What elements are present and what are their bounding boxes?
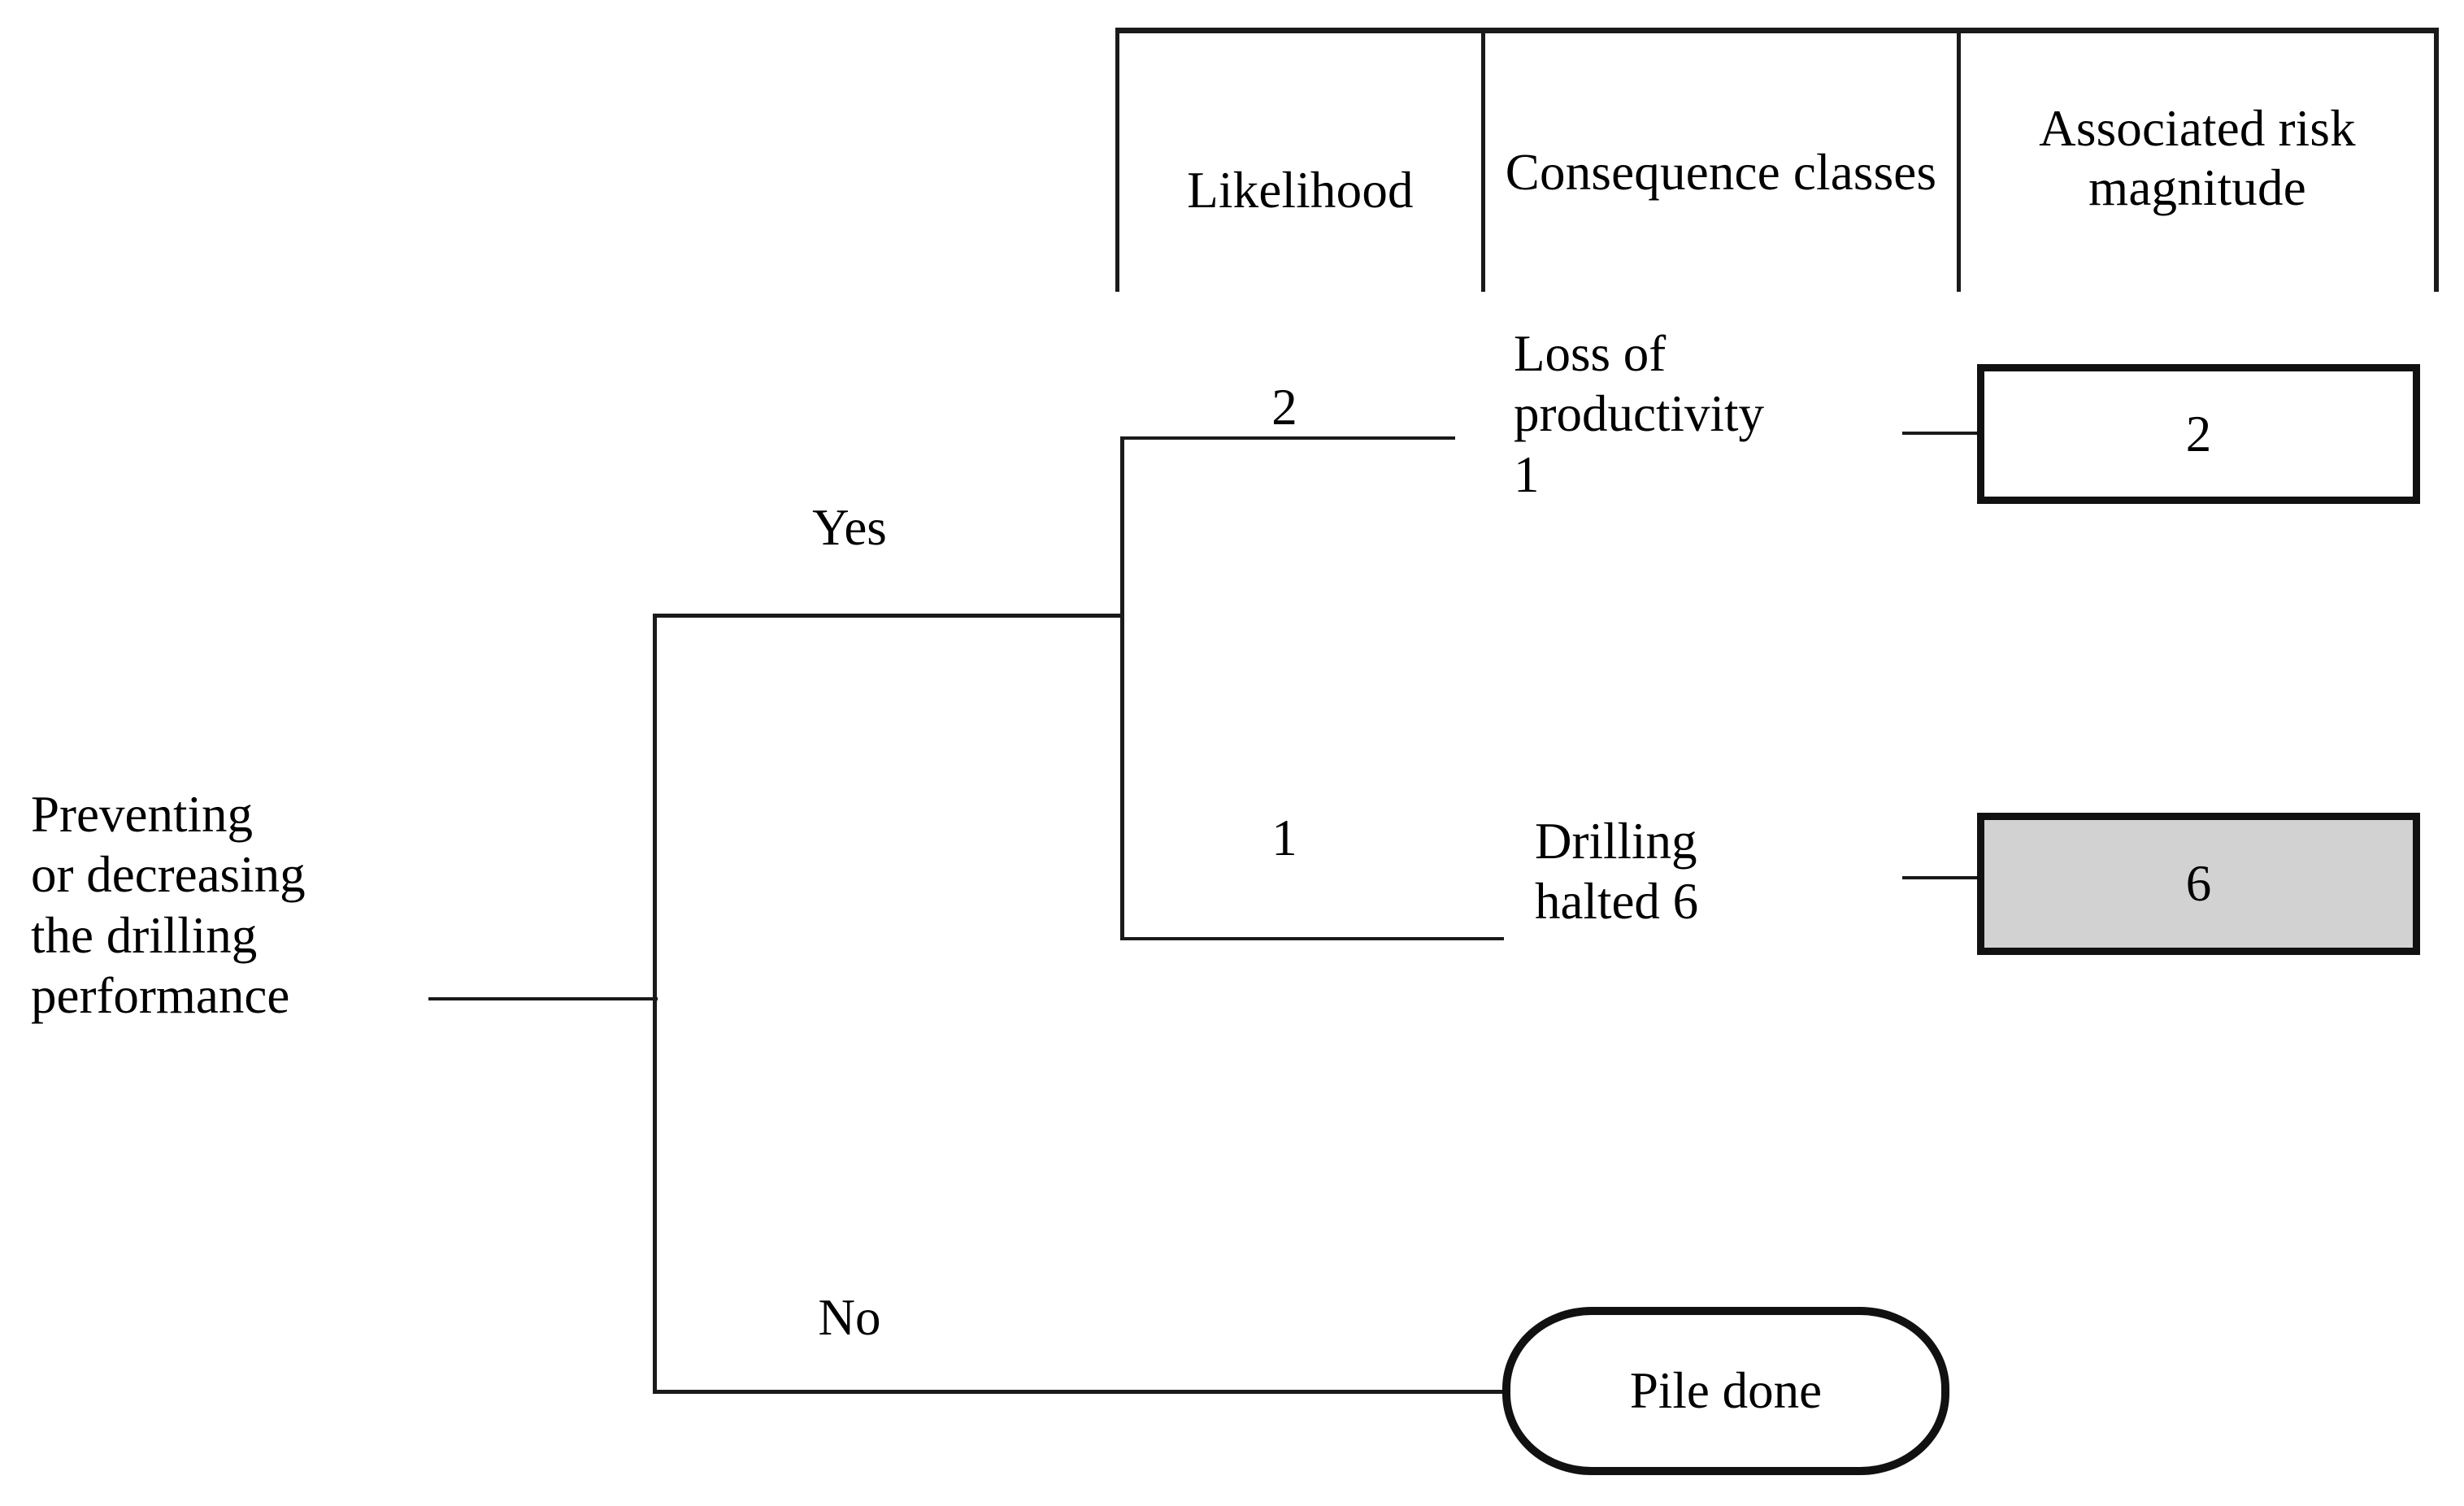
- edge-no-branch: [653, 1390, 1508, 1394]
- consequence-class-loss-of-productivity: Loss of productivity 1: [1514, 325, 1764, 503]
- risk-magnitude-box-top: 2: [1977, 364, 2420, 504]
- header-label-likelihood: Likelihood: [1187, 162, 1414, 219]
- branch-label-yes: Yes: [812, 499, 887, 556]
- consequence-class-drilling-halted: Drilling halted 6: [1535, 813, 1699, 931]
- edge-bottom-to-risk-box: [1902, 876, 1980, 879]
- risk-magnitude-value-top: 2: [2185, 405, 2212, 462]
- edge-root-stub: [428, 997, 658, 1000]
- branch-label-no: No: [818, 1289, 881, 1346]
- likelihood-value-bottom: 1: [1271, 809, 1297, 866]
- edge-yes-branch: [653, 614, 1124, 618]
- header-label-consequence-classes: Consequence classes: [1505, 144, 1937, 202]
- likelihood-value-top: 2: [1271, 379, 1297, 436]
- terminal-node-label: Pile done: [1629, 1362, 1823, 1419]
- header-cell-associated-risk-magnitude: Associated risk magnitude: [1961, 33, 2439, 292]
- risk-magnitude-box-bottom: 6: [1977, 813, 2420, 955]
- edge-top-to-risk-box: [1902, 432, 1980, 435]
- terminal-node-pile-done: Pile done: [1502, 1307, 1949, 1475]
- edge-second-split-spine: [1120, 436, 1124, 940]
- header-cell-likelihood: Likelihood: [1115, 33, 1485, 292]
- header-table: Likelihood Consequence classes Associate…: [1115, 28, 2439, 292]
- edge-first-split-spine: [653, 614, 657, 1394]
- edge-outcome-top: [1120, 436, 1455, 440]
- risk-magnitude-value-bottom: 6: [2185, 855, 2212, 912]
- header-label-associated-risk-magnitude: Associated risk magnitude: [2039, 99, 2356, 216]
- header-cell-consequence-classes: Consequence classes: [1485, 33, 1961, 292]
- edge-outcome-bottom: [1120, 937, 1504, 940]
- root-node-label: Preventing or decreasing the drilling pe…: [31, 786, 306, 1024]
